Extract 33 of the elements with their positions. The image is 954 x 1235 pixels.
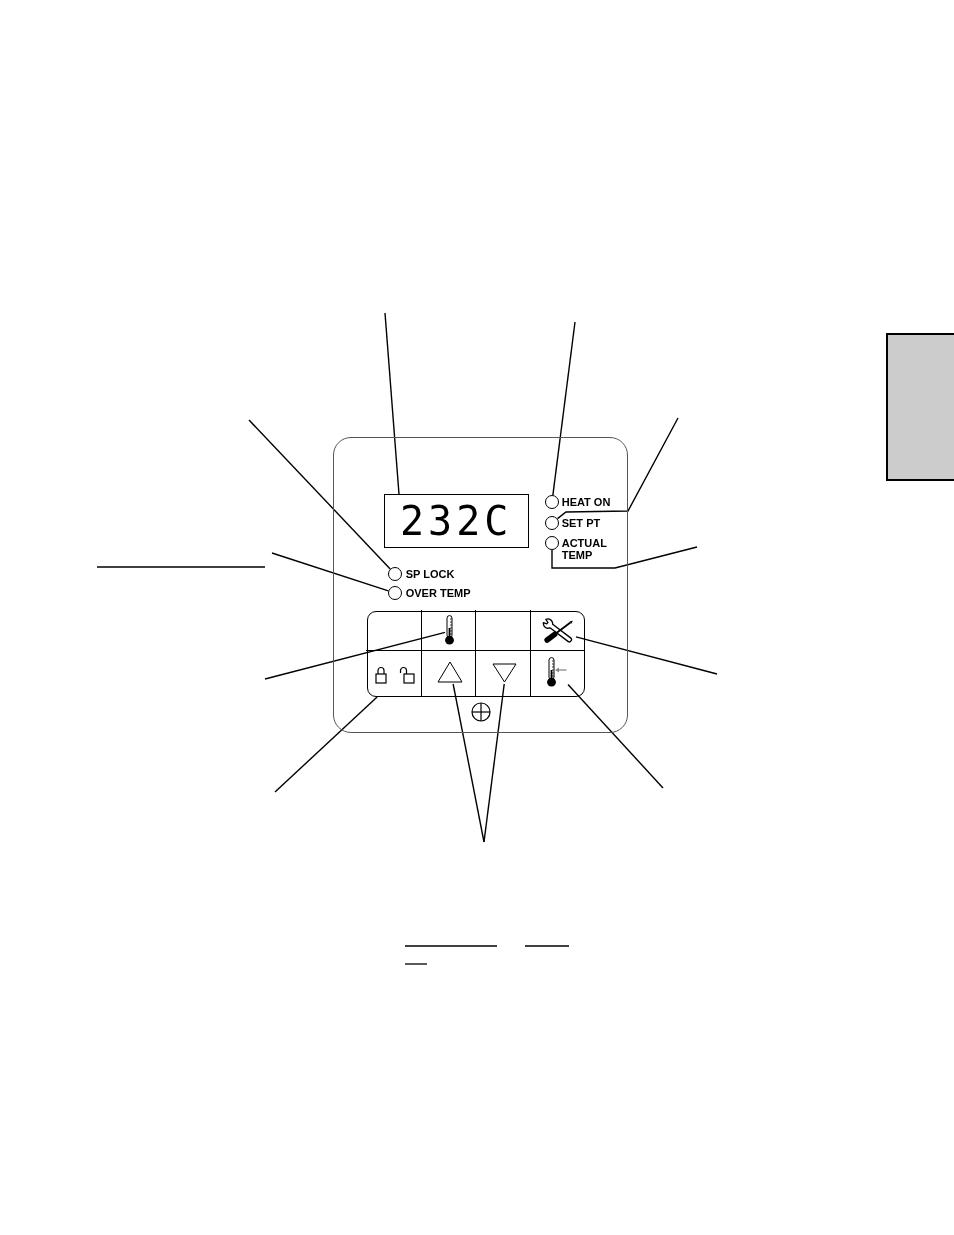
leader-line: [567, 683, 664, 789]
keypad: [366, 610, 585, 697]
indicator-label: SET PT: [561, 516, 602, 529]
indicator-label: OVER TEMP: [405, 586, 472, 599]
leader-line: [551, 546, 698, 569]
leader-line: [271, 552, 390, 592]
leader-line: [575, 636, 718, 675]
thermometer-icon: [444, 615, 456, 646]
control-panel: [333, 437, 628, 733]
keypad-key: [476, 610, 532, 652]
indicator-label: SP LOCK: [405, 567, 456, 580]
thermometer-arrow-icon: [546, 657, 568, 688]
indicator-light: [543, 493, 560, 510]
indicator-label: HEAT ON: [561, 495, 612, 508]
keypad-key: [422, 610, 477, 652]
leader-line: [483, 683, 505, 843]
keypad-key: [366, 610, 423, 652]
indicator-light: [543, 534, 560, 551]
leader-line: [274, 696, 378, 793]
indicator-label: ACTUAL TEMP: [561, 536, 608, 561]
indicator-light: [386, 584, 403, 601]
leader-line: [264, 631, 446, 680]
indicator-light: [543, 514, 560, 531]
display-readout: 232C: [400, 498, 513, 543]
leader-line: [452, 683, 485, 843]
indicator-light: [386, 565, 403, 582]
leader-line: [248, 419, 391, 570]
display-screen: [383, 493, 529, 548]
down-triangle-icon: [492, 663, 518, 684]
leader-line: [556, 417, 679, 520]
leader-line: [552, 321, 576, 496]
leader-line: [384, 312, 400, 495]
up-triangle-icon: [437, 661, 464, 684]
